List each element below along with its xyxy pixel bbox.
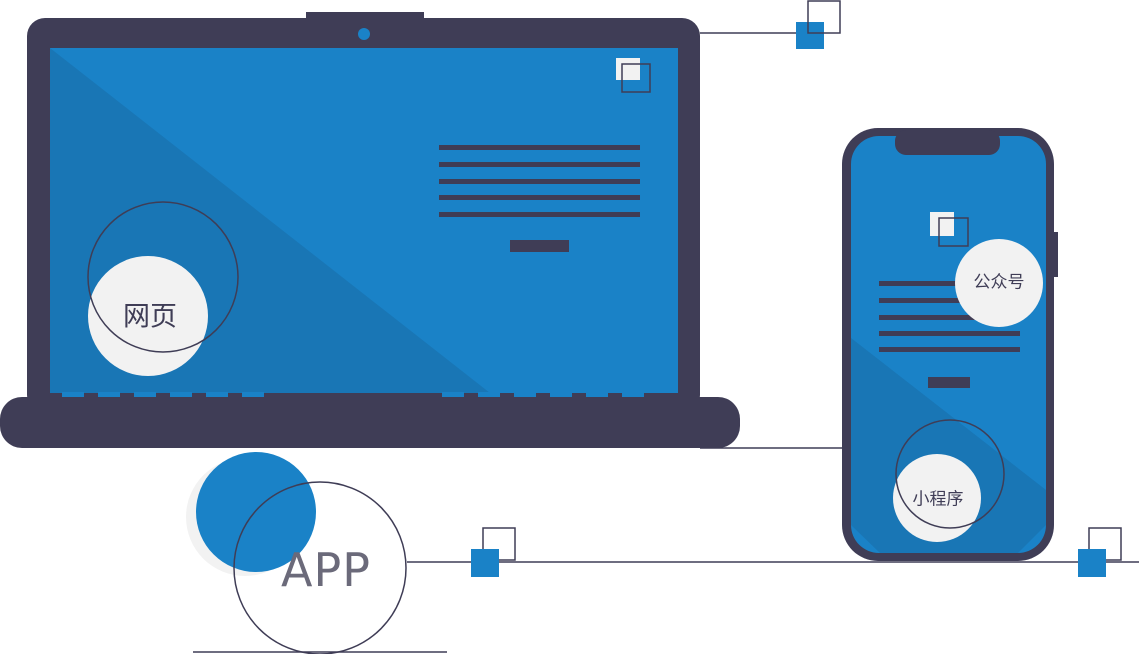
mini-program-circle	[893, 454, 981, 542]
phone	[842, 128, 1058, 561]
laptop-keys	[62, 392, 644, 398]
laptop-camera	[358, 28, 370, 40]
mini-program-label: 小程序	[912, 489, 964, 510]
connector-lines	[193, 32, 1139, 653]
laptop-window-icon	[616, 58, 651, 93]
app-badge	[186, 452, 407, 654]
decor-square-bottom-left	[471, 527, 516, 577]
laptop	[0, 12, 740, 448]
web-label: 网页	[123, 301, 177, 333]
phone-window-icon	[930, 212, 969, 247]
app-blue-circle	[196, 452, 316, 572]
phone-text-lines	[879, 281, 1020, 352]
web-circle	[88, 256, 208, 376]
phone-button-bar	[928, 377, 970, 388]
web-ring	[87, 201, 239, 353]
laptop-text-lines	[439, 145, 640, 217]
mini-program-ring	[895, 419, 1005, 529]
app-label: APP	[281, 543, 371, 597]
laptop-base	[0, 397, 740, 448]
official-account-label: 公众号	[973, 272, 1025, 293]
official-account-circle	[955, 239, 1043, 327]
phone-side-button	[1051, 232, 1058, 277]
laptop-button-bar	[510, 240, 569, 252]
phone-notch	[895, 130, 1000, 155]
decor-square-bottom-right	[1078, 527, 1122, 577]
app-ring	[233, 481, 407, 654]
decor-square-top	[796, 0, 841, 49]
